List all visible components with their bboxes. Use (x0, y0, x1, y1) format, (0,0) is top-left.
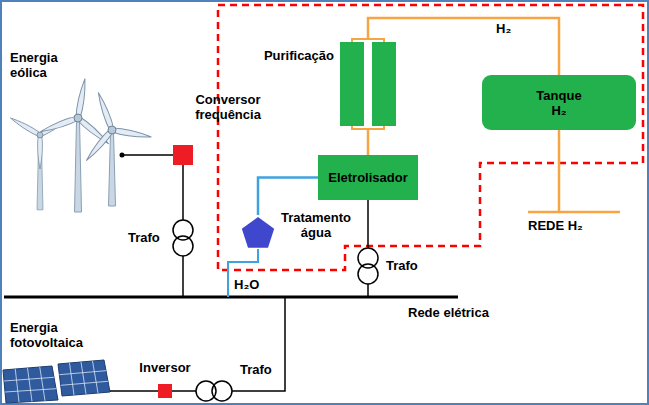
node-caption-text: Tratamento água (278, 210, 354, 240)
system-boundary (218, 5, 643, 270)
transformer-label: Trafo (240, 362, 272, 377)
turbine-blade (75, 78, 88, 118)
solar-panel (58, 360, 110, 396)
purifier-column (372, 42, 396, 126)
wire (172, 390, 196, 392)
hydrogen-network-line (528, 211, 620, 214)
electrolyzer-box: Eletrolisador (318, 155, 418, 200)
network-label: REDE H₂ (528, 218, 583, 233)
node-caption-text: Conversor frequência (190, 92, 266, 122)
transformer-label: Trafo (128, 230, 160, 245)
purifier-column (340, 42, 364, 126)
wind-turbine (9, 116, 70, 210)
solar-panel (3, 366, 58, 403)
wire (182, 165, 184, 220)
wire (122, 154, 173, 156)
purifier-joint (352, 126, 384, 129)
hydrogen-pipe (368, 18, 559, 75)
inverter: Inversor (158, 384, 172, 398)
water-label: H₂O (234, 277, 259, 292)
wire (110, 390, 158, 392)
panel-grid (4, 367, 56, 402)
purifier-joint (352, 39, 384, 42)
turbine-blade (96, 91, 115, 131)
purifier-columns (340, 38, 396, 130)
wire (367, 284, 369, 297)
transformer-symbol (196, 381, 216, 401)
turbine-blade (9, 116, 41, 137)
transformer-symbol (212, 381, 232, 401)
pentagon (242, 217, 274, 248)
turbine-hub (37, 132, 43, 138)
turbine-blade (112, 127, 152, 140)
turbine-blade (38, 135, 43, 169)
wire (232, 297, 285, 391)
transformer-symbol (173, 236, 193, 256)
transformer-symbol (173, 220, 193, 240)
wind-turbine (84, 91, 152, 206)
node-caption-text: Purificação (264, 48, 334, 63)
turbine-hub (108, 126, 116, 134)
frequency-converter: Conversor frequência (173, 145, 193, 165)
source-label: Energia fotovoltaica (10, 320, 100, 350)
turbine-blade (39, 115, 79, 134)
wire (367, 200, 369, 248)
node-caption: Purificação (264, 48, 334, 63)
panel-body (3, 366, 58, 403)
node-caption-text: Inversor (128, 360, 202, 375)
node-caption: Inversor (128, 360, 202, 375)
turbine-tower (109, 132, 116, 206)
node-label: Eletrolisador (328, 170, 407, 185)
node-caption: Tratamento água (278, 210, 354, 240)
transformer-symbol (358, 248, 378, 268)
water-treatment: Tratamento água (241, 215, 275, 249)
wire (182, 256, 184, 297)
hydrogen-pipe (558, 130, 561, 212)
node-caption: Conversor frequência (190, 92, 266, 122)
source-label: Energia eólica (10, 50, 74, 80)
pentagon-shape (241, 215, 275, 249)
grid-label: Rede elétrica (408, 305, 489, 320)
panel-body (58, 360, 110, 396)
transformer-label: Trafo (386, 258, 418, 273)
turbine-tower (75, 120, 82, 212)
edge-label: H₂ (494, 21, 513, 36)
panel-grid (59, 361, 108, 395)
grid-bus (4, 296, 458, 299)
turbine-hub (74, 114, 82, 122)
transformer-symbol (358, 264, 378, 284)
storage-tank: Tanque H₂ (482, 75, 636, 130)
node-label: Tanque H₂ (528, 88, 590, 118)
purification-unit: Purificação (340, 38, 396, 130)
water-pipe (258, 178, 318, 216)
hydrogen-pipe (367, 130, 370, 155)
